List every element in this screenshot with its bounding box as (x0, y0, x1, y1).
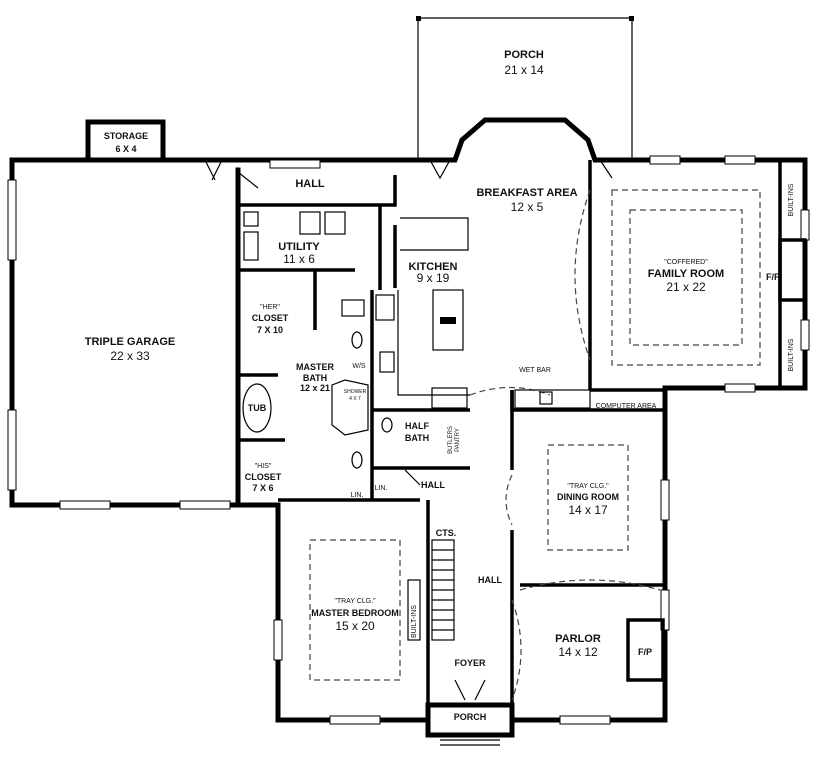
cooktop-icon (440, 317, 456, 324)
half-bath-name2: BATH (405, 433, 429, 443)
bath-fixtures (242, 211, 393, 469)
sink-icon (351, 451, 363, 469)
exterior-walls (160, 117, 810, 725)
master-bed-size: 15 x 20 (335, 619, 375, 633)
butlers-label: BUTLERS (448, 426, 454, 454)
storage-size: 6 X 4 (115, 144, 136, 154)
ws-label: W/S (352, 363, 366, 370)
breakfast-size: 12 x 5 (511, 200, 544, 214)
linen-2-label: LIN. (375, 485, 388, 492)
builtins-top-label: BUILT-INS (788, 183, 795, 216)
toilet-icon (381, 417, 393, 433)
family-note: "COFFERED" (664, 259, 708, 266)
parlor-fireplace-label: F/P (638, 647, 652, 657)
pantry-label: PANTRY (455, 428, 461, 452)
garage-walls (7, 157, 281, 510)
linen-1-label: LIN. (351, 492, 364, 499)
parlor-name: PARLOR (555, 633, 601, 645)
her-closet-note: "HER" (260, 304, 280, 311)
kitchen-size: 9 x 19 (417, 271, 450, 285)
master-bed-note: "TRAY CLG." (334, 598, 376, 605)
kitchen-name: KITCHEN (409, 261, 458, 273)
utility-name: UTILITY (278, 241, 320, 253)
master-bed-name: MASTER BEDROOM (311, 608, 399, 618)
family-size: 21 x 22 (666, 280, 706, 294)
ceiling-details (309, 189, 761, 701)
dining-size: 14 x 17 (568, 503, 608, 517)
shower (331, 379, 369, 436)
doors (204, 159, 613, 701)
garage-size: 22 x 33 (110, 349, 150, 363)
front-porch-label: PORCH (454, 712, 487, 722)
cts-label: CTS. (436, 528, 457, 538)
hall-mid-label: HALL (421, 480, 445, 490)
master-bath-name: MASTER (296, 362, 335, 372)
hall-main-label: HALL (478, 575, 502, 585)
foyer-label: FOYER (454, 658, 486, 668)
family-fireplace-label: F/P (766, 272, 780, 282)
hall-top-label: HALL (295, 178, 325, 190)
stairs (407, 539, 455, 641)
his-closet-note: "HIS" (255, 463, 272, 470)
half-bath-name: HALF (405, 421, 429, 431)
builtins-bed-label: BUILT-INS (411, 605, 418, 638)
storage-name: STORAGE (104, 131, 148, 141)
toilet-icon (341, 299, 365, 317)
his-closet-size: 7 X 6 (252, 483, 273, 493)
parlor-size: 14 x 12 (558, 645, 598, 659)
utility-size: 11 x 6 (283, 252, 315, 266)
tub-label: TUB (248, 403, 267, 413)
computer-area-label: COMPUTER AREA (596, 403, 657, 410)
master-bath-name2: BATH (303, 373, 327, 383)
kitchen-island (432, 289, 464, 351)
family-name: FAMILY ROOM (648, 268, 724, 280)
dining-name: DINING ROOM (557, 492, 619, 502)
garage-name: TRIPLE GARAGE (85, 336, 175, 348)
his-closet-name: CLOSET (245, 472, 282, 482)
rear-porch (416, 16, 634, 160)
interior-walls (238, 160, 807, 705)
storage-room (85, 119, 166, 163)
shower-label: SHOWER (344, 389, 367, 395)
her-closet-size: 7 X 10 (257, 325, 283, 335)
breakfast-name: BREAKFAST AREA (476, 187, 577, 199)
tub-icon (242, 383, 272, 433)
shower-size: 4 X 7 (349, 396, 361, 402)
dining-note: "TRAY CLG." (567, 483, 609, 490)
master-bath-size: 12 x 21 (300, 383, 330, 393)
rear-porch-name: PORCH (504, 49, 544, 61)
front-porch (425, 702, 515, 746)
her-closet-name: CLOSET (252, 313, 289, 323)
wet-bar-label: WET BAR (519, 367, 551, 374)
builtins-bottom-label: BUILT-INS (788, 338, 795, 371)
rear-porch-size: 21 x 14 (504, 63, 544, 77)
labels: PORCH 21 x 14 STORAGE 6 X 4 HALL BREAKFA… (85, 49, 795, 722)
wet-bar-sink-icon (539, 391, 553, 405)
sink-icon (351, 331, 363, 349)
kitchen-fixtures (375, 217, 591, 409)
sink-icon (379, 351, 395, 373)
